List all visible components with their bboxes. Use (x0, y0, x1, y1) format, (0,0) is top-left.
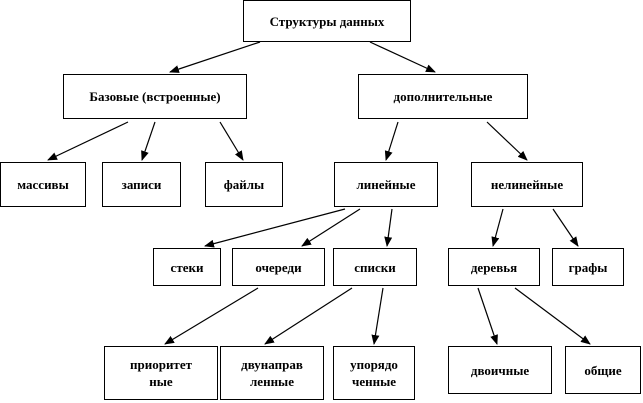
edge-basic-files (219, 121, 244, 161)
node-priority: приоритет ные (104, 346, 218, 400)
edge-additional-linear (384, 121, 399, 161)
edge-linear-stacks (204, 208, 346, 248)
node-linear-label: линейные (356, 177, 416, 192)
node-general: общие (565, 346, 641, 394)
edge-lists-doubly-linked (264, 287, 353, 345)
node-queues: очереди (232, 248, 325, 286)
node-arrays: массивы (0, 162, 86, 207)
node-records-label: записи (121, 177, 162, 192)
node-additional: дополнительные (358, 74, 528, 119)
node-nonlinear-label: нелинейные (490, 177, 564, 192)
node-ordered: упорядо ченные (333, 346, 415, 400)
node-ordered-label: упорядо ченные (350, 357, 398, 389)
node-general-label: общие (584, 362, 622, 378)
edge-root-additional (369, 41, 436, 73)
edge-additional-nonlinear (486, 121, 528, 161)
node-stacks-label: стеки (170, 259, 204, 275)
node-basic: Базовые (встроенные) (63, 74, 247, 119)
edge-trees-binary (477, 287, 498, 345)
node-queues-label: очереди (255, 259, 302, 275)
node-files-label: файлы (223, 177, 265, 192)
node-linear: линейные (334, 162, 438, 207)
edge-trees-general (514, 287, 591, 345)
node-graphs-label: графы (568, 259, 608, 275)
edge-basic-arrays (47, 121, 129, 161)
node-root: Структуры данных (243, 0, 411, 42)
node-files: файлы (205, 162, 283, 207)
edge-nonlinear-trees (491, 208, 504, 247)
node-trees-label: деревья (470, 259, 518, 275)
node-lists: списки (333, 248, 417, 286)
edge-queues-priority (164, 287, 259, 345)
node-additional-label: дополнительные (393, 89, 493, 104)
edge-nonlinear-graphs (552, 208, 579, 247)
node-binary-label: двоичные (470, 362, 530, 378)
node-trees: деревья (448, 248, 540, 286)
node-stacks: стеки (153, 248, 221, 286)
edge-linear-lists (384, 208, 393, 247)
node-binary: двоичные (448, 346, 552, 394)
node-priority-label: приоритет ные (130, 357, 192, 389)
node-basic-label: Базовые (встроенные) (89, 89, 221, 104)
node-lists-label: списки (354, 259, 396, 275)
node-doubly-linked: двунаправ ленные (220, 346, 324, 400)
node-graphs: графы (552, 248, 624, 286)
edge-root-basic (169, 41, 261, 73)
node-root-label: Структуры данных (269, 13, 385, 29)
node-records: записи (102, 162, 181, 207)
node-doubly-linked-label: двунаправ ленные (241, 357, 303, 389)
edge-basic-records (141, 121, 156, 161)
node-nonlinear: нелинейные (471, 162, 583, 207)
edge-lists-ordered (371, 287, 384, 345)
node-arrays-label: массивы (17, 177, 69, 192)
edge-linear-queues (301, 208, 361, 247)
